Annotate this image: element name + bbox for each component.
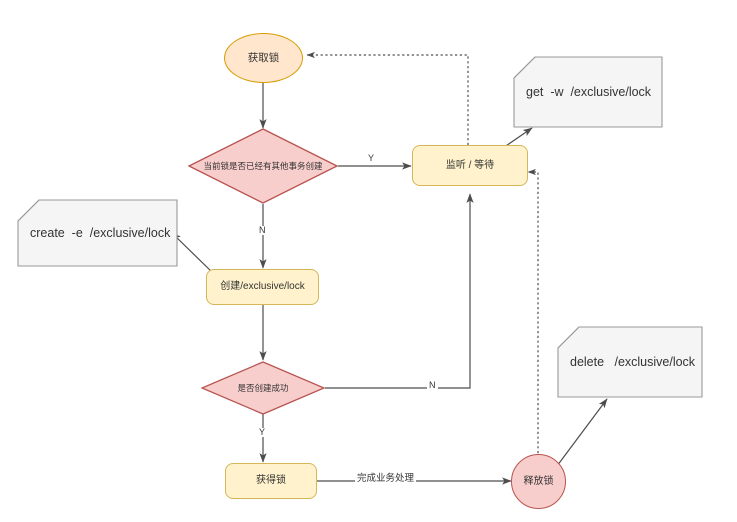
node-decision-create-success[interactable]: 是否创建成功: [201, 361, 325, 415]
node-create-lock[interactable]: 创建/exclusive/lock: [206, 269, 319, 305]
note-shape: [557, 326, 703, 398]
decision-shape: [201, 361, 325, 415]
node-watch-wait[interactable]: 监听 / 等待: [412, 145, 528, 186]
node-decision-lock-exists[interactable]: 当前锁是否已经有其他事务创建: [188, 128, 338, 204]
edge-watch-to-start-dotted: [306, 51, 469, 145]
note-delete-command-label: delete /exclusive/lock: [570, 355, 696, 369]
edge-label-business-done: 完成业务处理: [355, 473, 417, 484]
node-release-lock-label: 释放锁: [523, 475, 554, 487]
edge-create-to-create-note: [171, 232, 216, 276]
node-got-lock[interactable]: 获得锁: [225, 463, 317, 499]
edge-label-exists-no: N: [257, 225, 268, 235]
node-watch-wait-label: 监听 / 等待: [445, 159, 495, 171]
note-get-watch-command-label: get -w /exclusive/lock: [526, 85, 652, 99]
edge-release-to-delete-note: [556, 398, 608, 467]
node-release-lock[interactable]: 释放锁: [511, 454, 566, 509]
note-get-watch-command[interactable]: get -w /exclusive/lock: [513, 56, 663, 128]
node-start-acquire-lock[interactable]: 获取锁: [224, 33, 303, 83]
node-create-lock-label: 创建/exclusive/lock: [220, 281, 305, 292]
edge-decision-created-no-to-watch: [325, 193, 474, 389]
decision-shape: [188, 128, 338, 204]
node-decision-create-success-label: 是否创建成功: [237, 383, 289, 393]
edge-label-created-yes: Y: [257, 427, 268, 437]
edge-release-to-watch-dotted: [527, 168, 539, 458]
note-create-command[interactable]: create -e /exclusive/lock: [17, 199, 178, 267]
edge-label-exists-yes: Y: [366, 153, 377, 163]
note-shape: [513, 56, 663, 128]
note-shape: [17, 199, 178, 267]
node-got-lock-label: 获得锁: [256, 475, 286, 486]
note-create-command-label: create -e /exclusive/lock: [30, 226, 171, 240]
node-start-label: 获取锁: [247, 51, 280, 64]
note-delete-command[interactable]: delete /exclusive/lock: [557, 326, 703, 398]
edge-label-created-no: N: [427, 380, 438, 390]
node-decision-lock-exists-label: 当前锁是否已经有其他事务创建: [203, 161, 323, 171]
